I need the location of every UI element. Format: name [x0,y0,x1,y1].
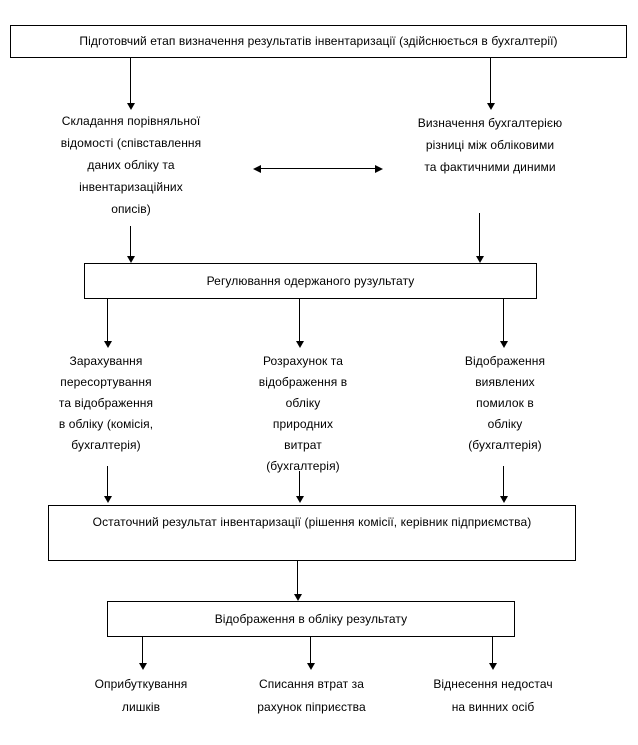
down-arrow-reflection-to-outcome-2 [306,637,315,670]
down-arrow-branch-1-to-final [103,466,112,503]
down-arrow-difference-to-regulation [475,213,484,263]
down-arrow-branch-2-to-final [295,471,304,503]
down-arrow-top-to-compare [126,58,135,110]
down-arrow-regulation-to-branch-1 [103,299,112,348]
difference-determination-block: Визначення бухгалтерією різниці між облі… [417,116,563,174]
outcome-shortages-guilty-persons: Віднесення недостач на винних осіб [433,677,553,714]
preparatory-stage-box: Підготовчий етап визначення результатів … [10,25,627,58]
down-arrow-branch-3-to-final [499,466,508,503]
regulation-box: Регулювання одержаного рузультату [84,263,537,299]
down-arrow-reflection-to-outcome-3 [488,637,497,670]
branch-detected-errors: Відображення виявлених помилок в обліку … [464,354,546,452]
down-arrow-top-to-difference [486,58,495,110]
final-result-box: Остаточний результат інвентаризації (ріш… [48,505,576,561]
outcome-losses-write-off: Списання втрат за рахунок піприєства [257,677,366,714]
branch-natural-losses: Розрахунок та відображення в обліку прир… [258,354,348,473]
down-arrow-reflection-to-outcome-1 [138,637,147,670]
down-arrow-regulation-to-branch-3 [499,299,508,348]
branch-offset-regrading: Зарахування пересортування та відображен… [58,354,154,452]
reflection-box: Відображення в обліку результату [107,601,515,637]
compare-statement-block: Складання порівняльної відомості (співст… [60,114,202,216]
outcome-surplus-posting: Оприбуткування лишків [94,677,188,714]
double-arrow-compare-difference [253,164,383,173]
down-arrow-compare-to-regulation [126,226,135,263]
down-arrow-final-to-reflection [293,561,302,601]
down-arrow-regulation-to-branch-2 [295,299,304,348]
